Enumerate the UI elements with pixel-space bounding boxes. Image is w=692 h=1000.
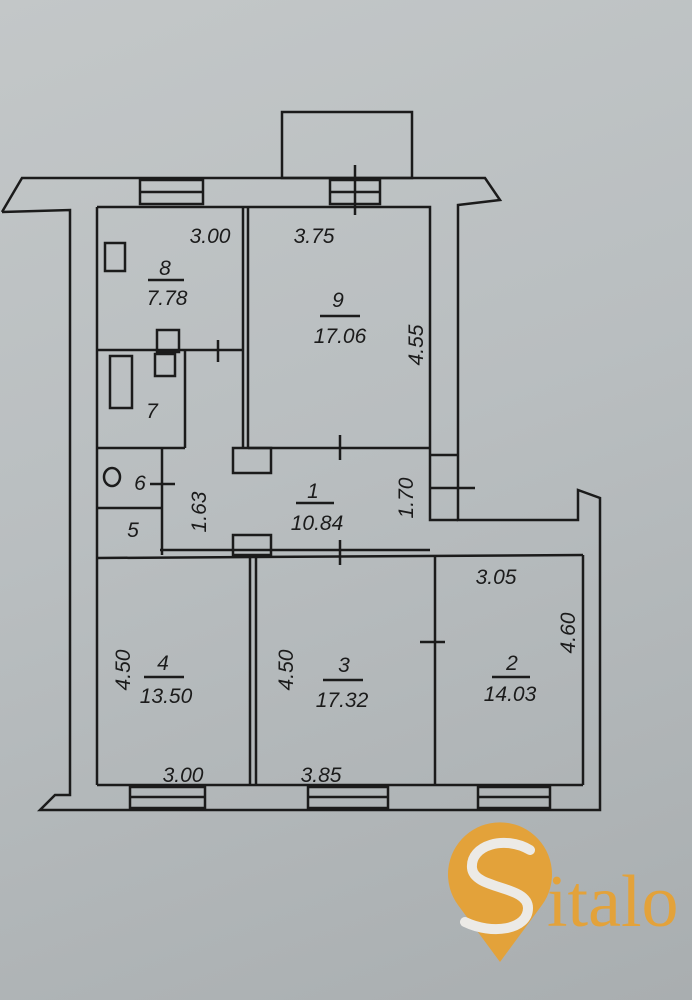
sink-icon: [155, 328, 181, 354]
dim-room2-depth: 4.60: [557, 612, 580, 653]
room-4-area: 13.50: [140, 685, 193, 708]
bathtub-icon: [108, 354, 134, 410]
walls: [0, 110, 602, 812]
room-8-number: 8: [159, 257, 171, 280]
room-2-area: 14.03: [484, 683, 537, 706]
washbasin-icon: [153, 352, 177, 378]
dim-corridor-width: 1.63: [188, 491, 211, 532]
room-2-number: 2: [505, 652, 518, 675]
room-1-area: 10.84: [291, 512, 344, 535]
toilet-icon: [102, 466, 122, 488]
dimension-labels: 3.00 3.75 4.55 1.63 1.70 3.05 4.60 4.50 …: [112, 225, 580, 787]
room-3-area: 17.32: [316, 689, 369, 712]
logo-s-letter: [460, 837, 535, 935]
dim-room9-width: 3.75: [294, 225, 335, 248]
room-5-number: 5: [127, 519, 139, 542]
room-6-number: 6: [134, 472, 146, 495]
dim-room4-depth: 4.50: [112, 649, 135, 690]
fixtures: [102, 241, 181, 488]
dim-room4-width: 3.00: [163, 764, 204, 787]
room-9-area: 17.06: [314, 325, 367, 348]
room-1-number: 1: [307, 480, 319, 503]
room-8-area: 7.78: [147, 287, 188, 310]
room-3-number: 3: [338, 654, 350, 677]
dim-hall-depth: 1.70: [395, 477, 418, 518]
logo-text: italo: [547, 861, 679, 943]
sitalo-logo: italo: [448, 822, 679, 962]
dim-room3-depth: 4.50: [275, 649, 298, 690]
windows: [128, 178, 552, 810]
dim-room8-width: 3.00: [190, 225, 231, 248]
dim-room3-width: 3.85: [301, 764, 342, 787]
balcony: [280, 110, 414, 180]
room-4-number: 4: [157, 652, 169, 675]
room-labels: 8 7.78 9 17.06 7 6 5 1 10.84 4 13.50 3 1…: [127, 257, 536, 712]
dim-room9-depth: 4.55: [405, 324, 428, 365]
room-9-number: 9: [332, 289, 344, 312]
room-7-number: 7: [146, 400, 159, 423]
dim-room2-width: 3.05: [476, 566, 517, 589]
stove-icon: [103, 241, 127, 273]
